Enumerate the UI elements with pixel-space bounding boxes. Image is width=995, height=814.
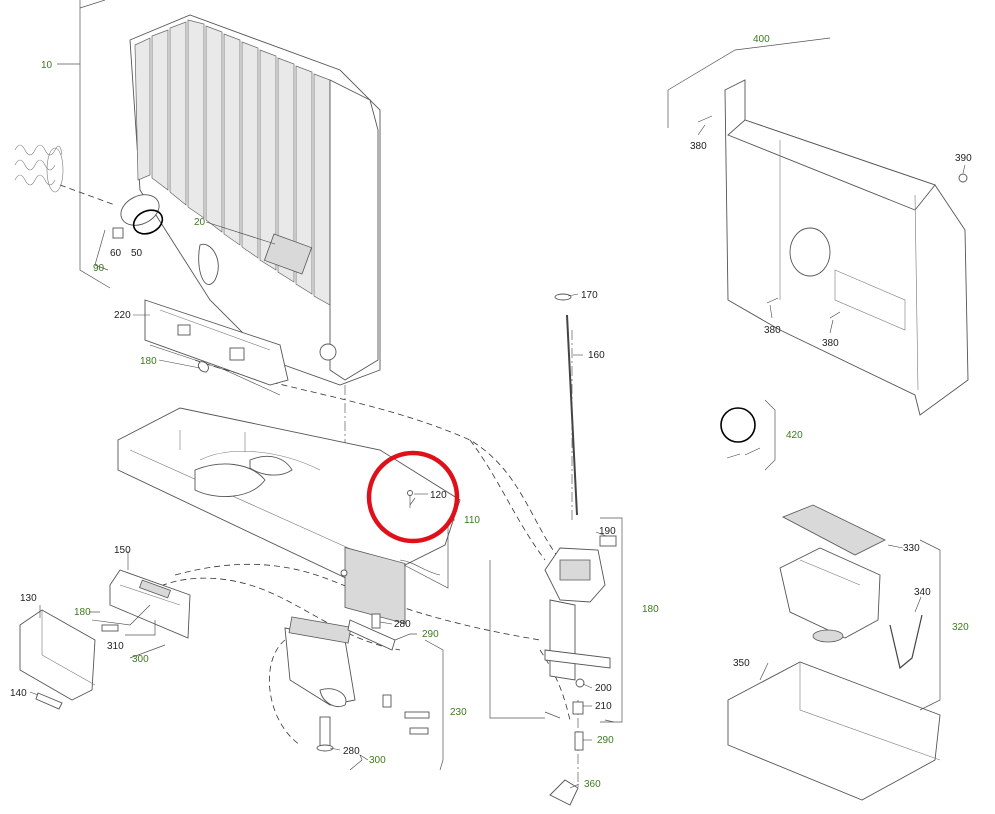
label-140: 140 xyxy=(10,688,27,699)
rod-part-160 xyxy=(554,293,578,516)
thermocouple-part-180 xyxy=(149,344,281,396)
label-360: 360 xyxy=(584,779,601,790)
label-380-b: 380 xyxy=(764,325,781,336)
nozzle-part-290 xyxy=(574,731,584,751)
container-part-350 xyxy=(727,661,941,801)
label-320: 320 xyxy=(952,622,969,633)
label-420: 420 xyxy=(786,430,803,441)
screw-part-120 xyxy=(407,490,413,508)
washer-part-170 xyxy=(554,293,572,301)
gas-valve-part-180 xyxy=(544,535,617,806)
radiator-fins xyxy=(134,19,331,306)
elbow-part-360 xyxy=(549,779,579,806)
label-10: 10 xyxy=(41,60,53,71)
label-210: 210 xyxy=(595,701,612,712)
label-60: 60 xyxy=(110,248,122,259)
label-280-bottom: 280 xyxy=(343,746,360,757)
highlight-circle xyxy=(366,450,460,544)
heat-exchanger-part-10 xyxy=(129,14,381,386)
label-120[interactable]: 120 xyxy=(430,490,447,501)
clip-part-190 xyxy=(599,535,617,547)
screw-60 xyxy=(112,227,124,239)
label-160: 160 xyxy=(588,350,605,361)
label-180-left: 180 xyxy=(140,356,157,367)
label-290-mid: 290 xyxy=(422,629,439,640)
label-200: 200 xyxy=(595,683,612,694)
label-150: 150 xyxy=(114,545,131,556)
side-opening xyxy=(198,243,219,285)
label-380-a: 380 xyxy=(690,141,707,152)
label-220: 220 xyxy=(114,310,131,321)
label-170: 170 xyxy=(581,290,598,301)
label-290-right: 290 xyxy=(597,735,614,746)
label-310: 310 xyxy=(107,641,124,652)
cover-part-400 xyxy=(697,79,969,416)
flue-outlet xyxy=(319,343,337,361)
label-110: 110 xyxy=(464,515,480,526)
fitting-part-210 xyxy=(572,701,584,715)
knob-part-310 xyxy=(91,604,151,632)
label-400: 400 xyxy=(753,34,770,45)
label-390: 390 xyxy=(955,153,972,164)
grille-part-330 xyxy=(782,504,886,556)
cap-part-390 xyxy=(958,173,968,183)
bracket-part-220 xyxy=(144,299,289,386)
label-300-bottom: 300 xyxy=(369,755,386,766)
oring-part-420 xyxy=(720,407,761,459)
label-380-c: 380 xyxy=(822,338,839,349)
base-plate-part-110 xyxy=(117,407,461,625)
label-20: 20 xyxy=(194,217,206,228)
label-330: 330 xyxy=(903,543,920,554)
label-130: 130 xyxy=(20,593,37,604)
label-280-top: 280 xyxy=(394,619,411,630)
label-180-right: 180 xyxy=(642,604,659,615)
control-box-part-130 xyxy=(19,609,96,701)
label-180-mid: 180 xyxy=(74,607,91,618)
cable-part-140 xyxy=(35,692,63,710)
housing-part-150 xyxy=(109,569,191,639)
vent-hole xyxy=(789,227,831,277)
drip-tray-part-320 xyxy=(779,547,881,643)
nut-part-200 xyxy=(575,678,585,688)
label-50: 50 xyxy=(131,248,143,259)
label-90: 90 xyxy=(93,263,105,274)
label-300-left: 300 xyxy=(132,654,149,665)
burner-port xyxy=(263,233,313,275)
label-340: 340 xyxy=(914,587,931,598)
clamp-rings-part-50-60 xyxy=(112,194,164,239)
burner-part-230 xyxy=(284,616,430,735)
electrode-part-280-bottom xyxy=(316,716,334,752)
label-230: 230 xyxy=(450,707,467,718)
spring-clip-part-340 xyxy=(889,614,923,670)
coil-spring-part xyxy=(14,144,64,193)
igniter-part-280 xyxy=(347,613,396,651)
label-350: 350 xyxy=(733,658,750,669)
part-labels: 10 20 50 60 90 220 180 120 110 170 160 1… xyxy=(10,34,972,790)
label-190: 190 xyxy=(599,526,616,537)
